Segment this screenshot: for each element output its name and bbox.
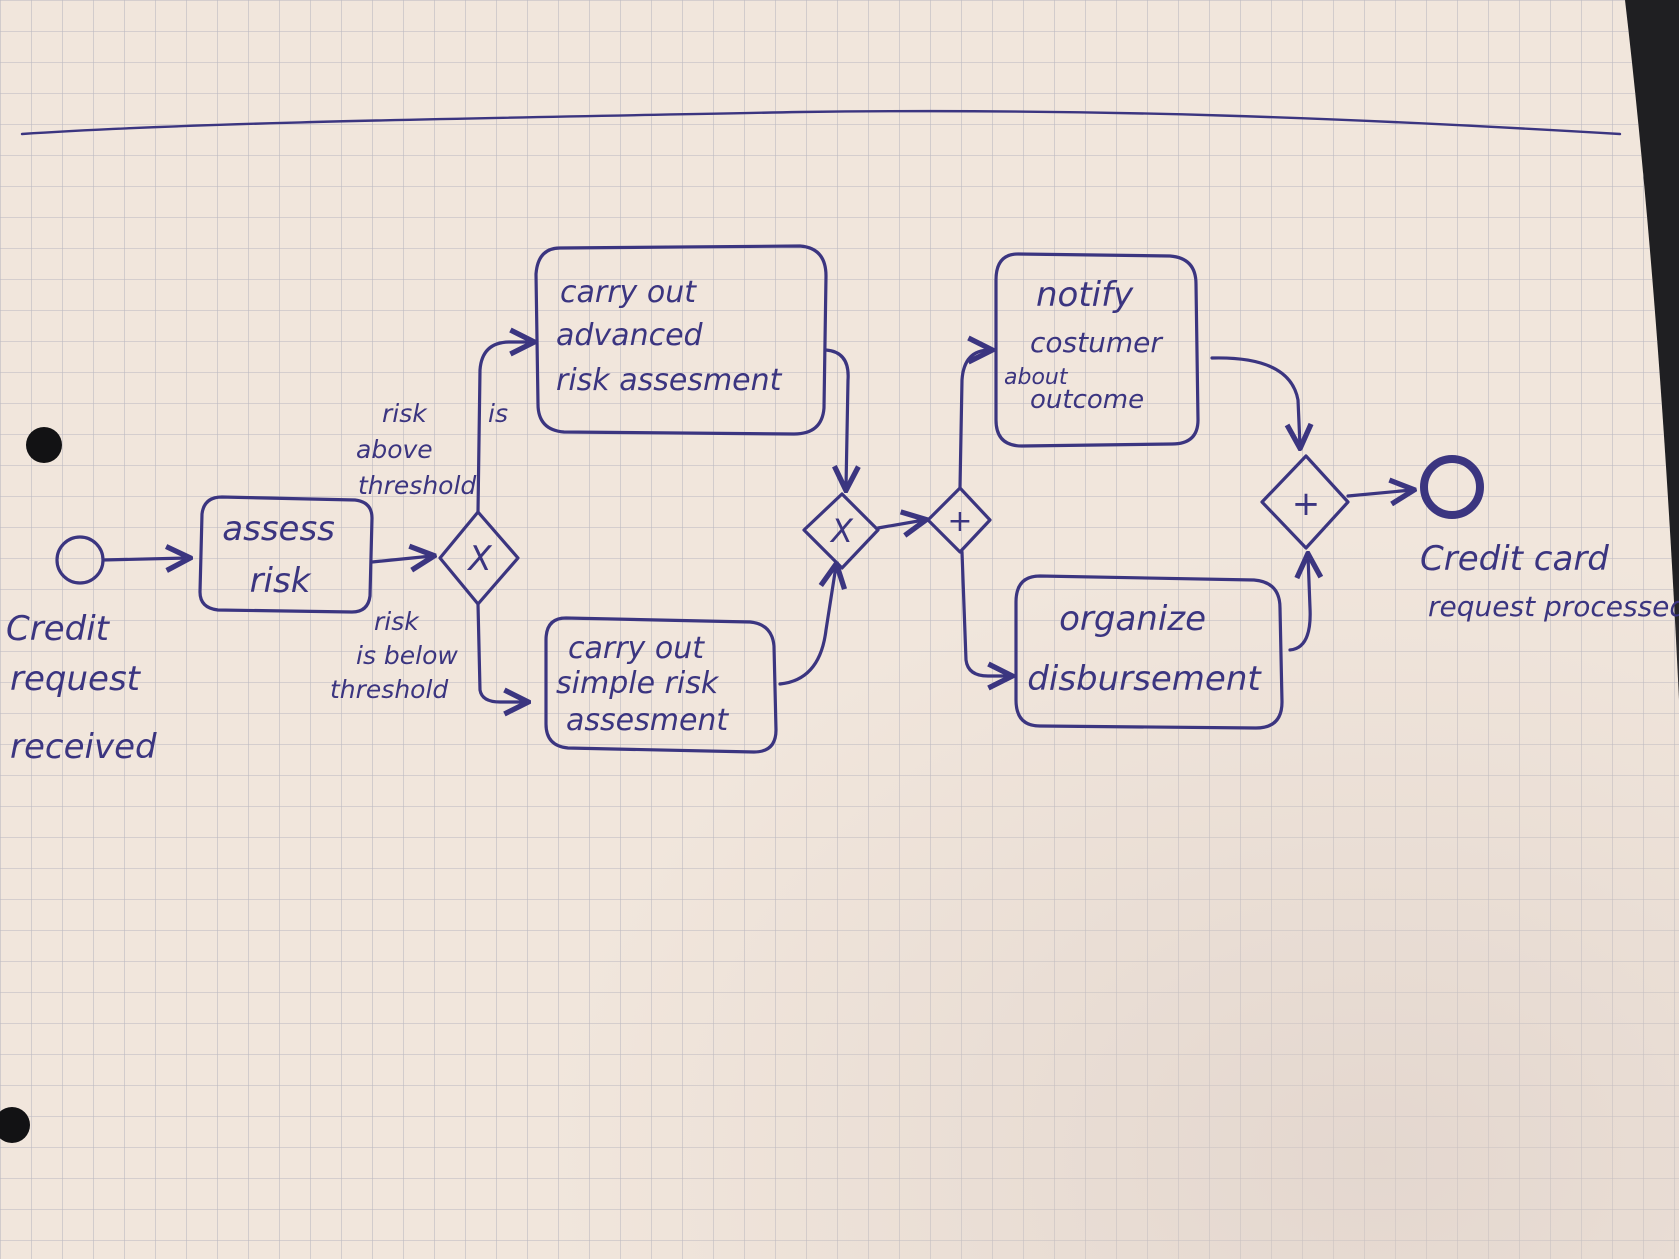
punch-hole-bottom [0, 1107, 30, 1143]
condition-above-threshold: risk is above threshold [356, 399, 516, 500]
task-notify-label: notify costumer about outcome [1004, 275, 1167, 415]
flow-split-to-advanced [476, 342, 532, 514]
gateway-parallel-join-symbol: + [1292, 484, 1321, 524]
flow-merge-to-fork [876, 520, 924, 528]
flow-fork-to-organize [960, 550, 1010, 676]
flow-split-to-simple [476, 602, 526, 702]
flow-start-to-assess [101, 558, 188, 560]
end-event [1420, 455, 1484, 519]
gateway-exclusive-merge-symbol: X [829, 512, 854, 550]
flow-notify-to-join [1210, 356, 1300, 446]
end-event-label: Credit card request processed [1420, 539, 1679, 623]
sequence-flows [101, 342, 1412, 702]
task-simple-label: carry out simple risk assesment [556, 631, 729, 738]
task-notify-customer [994, 252, 1200, 448]
start-event-label: Credit request received [6, 609, 157, 767]
task-assess-risk [198, 495, 374, 614]
task-simple-risk-assessment [544, 616, 778, 754]
flow-advanced-to-merge [824, 348, 848, 488]
gateway-exclusive-split-symbol: X [466, 539, 492, 579]
header-rule [20, 109, 1622, 136]
condition-below-threshold: risk is below threshold [330, 607, 466, 704]
gateway-parallel-join [1260, 454, 1350, 550]
flow-organize-to-join [1288, 556, 1310, 652]
task-assess-risk-label: assess risk [222, 509, 345, 601]
flow-simple-to-merge [778, 566, 836, 686]
flow-assess-to-split [370, 556, 432, 562]
flow-join-to-end [1346, 490, 1412, 496]
task-advanced-label: carry out advanced risk assesment [556, 275, 783, 398]
gateway-parallel-fork-symbol: + [947, 504, 972, 539]
task-organize-label: organize disbursement [1027, 599, 1262, 699]
flow-fork-to-notify [958, 350, 990, 490]
punch-hole-top [26, 427, 62, 463]
gateway-parallel-fork [926, 486, 992, 554]
task-advanced-risk-assessment [534, 244, 828, 436]
task-organize-disbursement [1014, 574, 1284, 730]
